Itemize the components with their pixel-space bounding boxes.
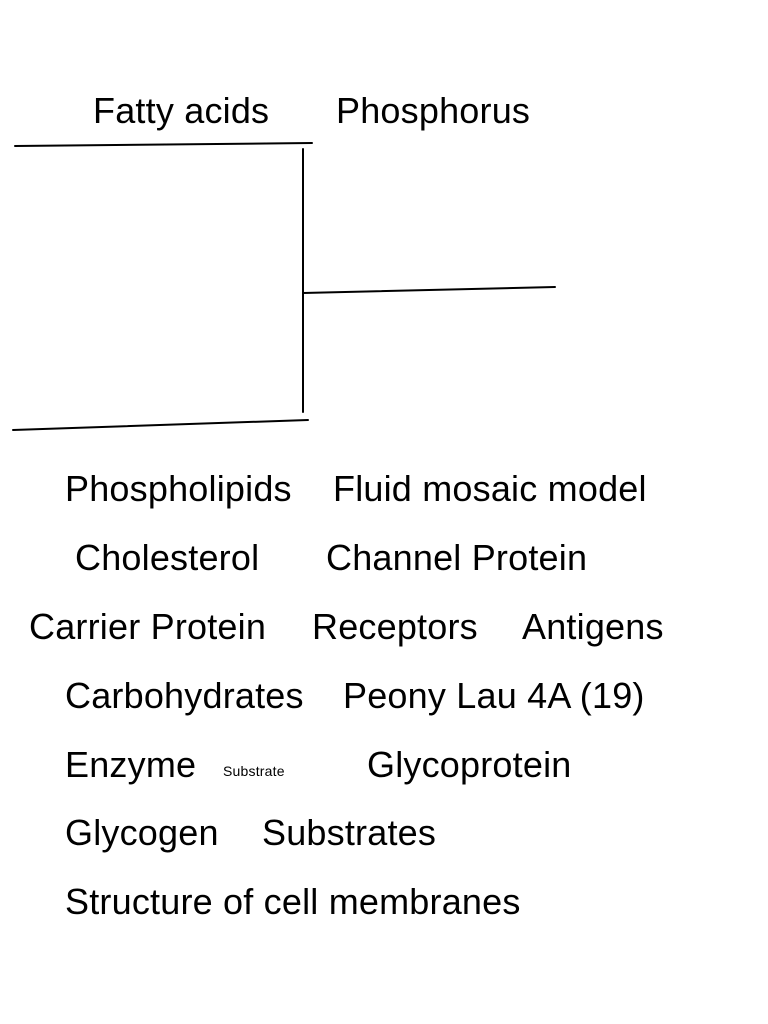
label-antigens: Antigens (522, 606, 664, 647)
label-cholesterol: Cholesterol (75, 537, 260, 578)
label-substrate: Substrate (223, 763, 285, 779)
label-enzyme: Enzyme (65, 744, 197, 785)
label-author: Peony Lau 4A (19) (343, 675, 645, 716)
label-receptors: Receptors (312, 606, 478, 647)
label-carrier-protein: Carrier Protein (29, 606, 267, 647)
label-fatty-acids: Fatty acids (93, 90, 270, 131)
label-substrates: Substrates (262, 812, 437, 853)
label-carbohydrates: Carbohydrates (65, 675, 304, 716)
label-structure: Structure of cell membranes (65, 881, 521, 922)
bracket-bottom-line (12, 419, 309, 431)
label-fluid-mosaic-model: Fluid mosaic model (333, 468, 647, 509)
label-phosphorus: Phosphorus (336, 90, 531, 131)
bracket-top-line (14, 142, 313, 147)
label-phospholipids: Phospholipids (65, 468, 292, 509)
bracket-middle-line (302, 286, 556, 294)
label-channel-protein: Channel Protein (326, 537, 588, 578)
label-glycoprotein: Glycoprotein (367, 744, 572, 785)
label-glycogen: Glycogen (65, 812, 219, 853)
